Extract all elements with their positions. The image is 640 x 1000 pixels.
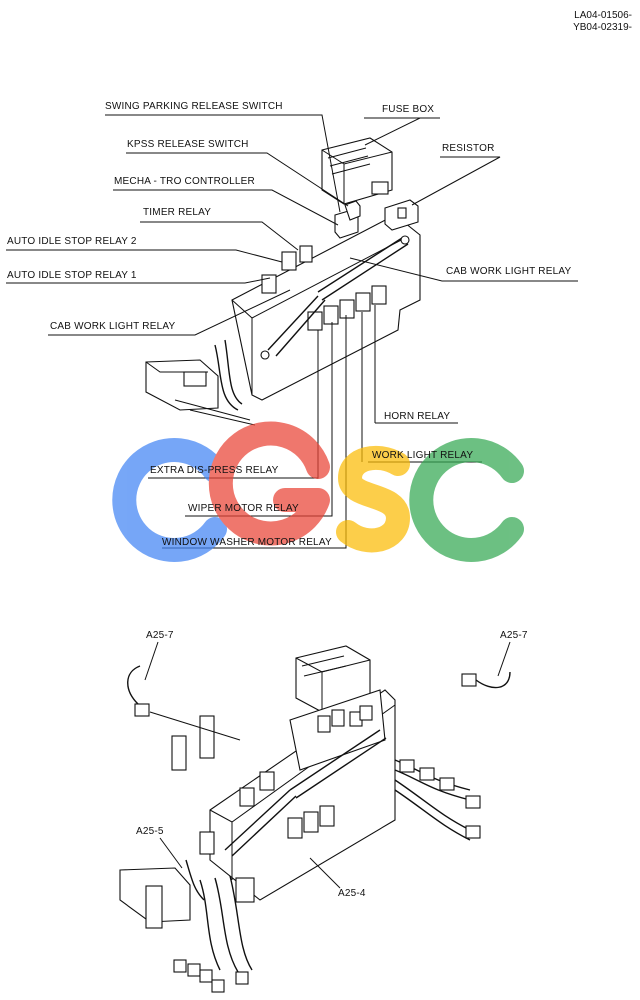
relay-row <box>261 245 387 331</box>
doc-code-1: LA04-01506- <box>574 10 632 21</box>
ref-a25-5: A25-5 <box>136 826 164 837</box>
ref-a25-4: A25-4 <box>338 888 366 899</box>
label-auto-idle-stop-relay-1: AUTO IDLE STOP RELAY 1 <box>7 270 137 281</box>
watermark-c-green <box>409 438 524 562</box>
ref-a25-7-left: A25-7 <box>146 630 174 641</box>
label-work-light-relay: WORK LIGHT RELAY <box>372 450 474 461</box>
cgsc-watermark <box>112 421 524 562</box>
doc-code-2: YB04-02319- <box>573 22 632 33</box>
label-swing-parking-release-switch: SWING PARKING RELEASE SWITCH <box>105 101 283 112</box>
watermark-g-red <box>208 421 330 546</box>
label-cab-work-light-relay-right: CAB WORK LIGHT RELAY <box>446 266 572 277</box>
label-extra-dis-press-relay: EXTRA DIS-PRESS RELAY <box>150 465 279 476</box>
watermark-s-yellow <box>336 445 411 553</box>
label-kpss-release-switch: KPSS RELEASE SWITCH <box>127 139 249 150</box>
label-cab-work-light-relay-left: CAB WORK LIGHT RELAY <box>50 321 176 332</box>
label-wiper-motor-relay: WIPER MOTOR RELAY <box>188 503 299 514</box>
top-assembly <box>6 114 578 549</box>
label-window-washer-motor-relay: WINDOW WASHER MOTOR RELAY <box>162 537 332 548</box>
label-mecha-tro-controller: MECHA - TRO CONTROLLER <box>114 176 255 187</box>
label-fuse-box: FUSE BOX <box>382 104 435 115</box>
watermark-c-blue <box>112 438 227 562</box>
ref-a25-7-right: A25-7 <box>500 630 528 641</box>
label-horn-relay: HORN RELAY <box>384 411 451 422</box>
label-resistor: RESISTOR <box>442 143 495 154</box>
label-timer-relay: TIMER RELAY <box>143 207 212 218</box>
bottom-assembly <box>119 641 511 993</box>
label-auto-idle-stop-relay-2: AUTO IDLE STOP RELAY 2 <box>7 236 137 247</box>
